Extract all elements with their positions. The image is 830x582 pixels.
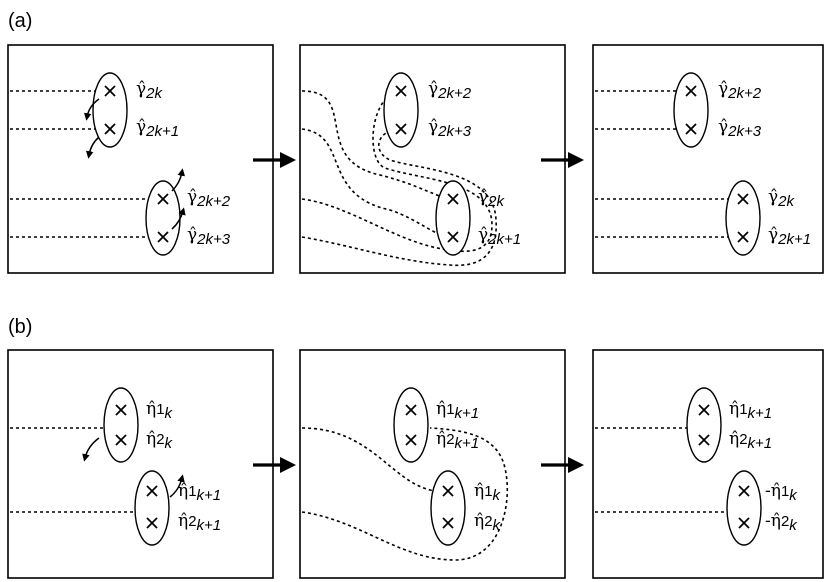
- label-eta1-k: η̂1k: [474, 481, 501, 504]
- anyon-pair-ellipse: [686, 387, 722, 463]
- label-gamma-2k+1: γ̂2k+1: [768, 225, 812, 248]
- label-neg-eta1-k: -η̂1k: [765, 481, 797, 504]
- label-eta2-k: η̂2k: [146, 429, 173, 452]
- panel-b3-frame: [592, 349, 824, 579]
- label-gamma-2k: γ̂2k: [478, 187, 505, 210]
- cross-icon: [405, 434, 417, 446]
- panel-b3: [592, 349, 824, 579]
- panel-b2: [299, 349, 566, 579]
- label-gamma-2k+3: γ̂2k+3: [718, 117, 762, 140]
- panel-a3-frame: [592, 44, 824, 274]
- label-gamma-2k+2: γ̂2k+2: [718, 79, 762, 102]
- right-arrow-icon: [253, 152, 296, 168]
- curved-arrow-icon: [171, 168, 186, 192]
- cross-icon: [738, 517, 750, 529]
- panel-label-a: (a): [8, 10, 33, 32]
- anyon-pair-ellipse: [383, 72, 419, 148]
- cross-icon: [737, 231, 749, 243]
- panel-b1-frame: [7, 349, 274, 579]
- cross-icon: [442, 485, 454, 497]
- anyon-pair-ellipse: [726, 470, 762, 546]
- label-eta1-k+1: η̂1k+1: [729, 399, 773, 422]
- anyon-pair-ellipse: [103, 387, 139, 463]
- label-eta1-k+1: η̂1k+1: [436, 399, 480, 422]
- label-eta2-k+1: η̂2k+1: [178, 511, 222, 534]
- anyon-pair-ellipse: [145, 180, 181, 256]
- cross-icon: [146, 485, 158, 497]
- cross-icon: [115, 434, 127, 446]
- curved-arrow-icon: [85, 136, 100, 159]
- cross-icon: [157, 231, 169, 243]
- curved-arrow-icon: [169, 474, 185, 498]
- label-gamma-2k+1: γ̂2k+1: [136, 117, 180, 140]
- label-gamma-2k+3: γ̂2k+3: [428, 117, 472, 140]
- cross-icon: [104, 123, 116, 135]
- label-gamma-2k+3: γ̂2k+3: [187, 225, 231, 248]
- right-arrow-icon: [541, 152, 584, 168]
- label-eta2-k+1: η̂2k+1: [436, 429, 480, 452]
- panel-a1: [7, 44, 274, 274]
- curved-arrow-icon: [171, 207, 186, 230]
- curved-arrow-icon: [83, 98, 100, 121]
- right-arrow-icon: [253, 457, 296, 473]
- cross-icon: [447, 231, 459, 243]
- label-neg-eta2-k: -η̂2k: [765, 511, 797, 534]
- cross-icon: [447, 193, 459, 205]
- label-gamma-2k: γ̂2k: [768, 187, 795, 210]
- label-eta1-k+1: η̂1k+1: [178, 481, 222, 504]
- cross-icon: [157, 193, 169, 205]
- cross-icon: [738, 485, 750, 497]
- curved-arrow-icon: [82, 437, 100, 462]
- right-arrow-icon: [541, 457, 584, 473]
- anyon-pair-ellipse: [430, 470, 466, 546]
- cross-icon: [115, 404, 127, 416]
- cross-icon: [698, 434, 710, 446]
- cross-icon: [395, 85, 407, 97]
- cross-icon: [146, 517, 158, 529]
- cross-icon: [405, 404, 417, 416]
- anyon-pair-ellipse: [393, 387, 429, 463]
- panel-a3: [592, 44, 824, 274]
- cross-icon: [442, 517, 454, 529]
- cross-icon: [395, 123, 407, 135]
- label-gamma-2k+2: γ̂2k+2: [428, 79, 472, 102]
- label-eta1-k: η̂1k: [146, 399, 173, 422]
- anyon-pair-ellipse: [134, 470, 170, 546]
- cross-icon: [698, 404, 710, 416]
- cross-icon: [685, 123, 697, 135]
- anyon-pair-ellipse: [725, 180, 761, 256]
- label-gamma-2k+2: γ̂2k+2: [187, 187, 231, 210]
- cross-icon: [104, 85, 116, 97]
- cross-icon: [685, 85, 697, 97]
- label-eta2-k: η̂2k: [474, 511, 501, 534]
- panel-label-b: (b): [8, 316, 33, 338]
- anyon-pair-ellipse: [92, 72, 128, 148]
- label-gamma-2k+1: γ̂2k+1: [478, 225, 522, 248]
- panel-a2: [299, 44, 566, 274]
- label-eta2-k+1: η̂2k+1: [729, 429, 773, 452]
- cross-icon: [737, 193, 749, 205]
- label-gamma-2k: γ̂2k: [136, 79, 163, 102]
- panel-b2-frame: [299, 349, 566, 579]
- anyon-pair-ellipse: [435, 180, 471, 256]
- panel-b1: [7, 349, 274, 579]
- anyon-pair-ellipse: [673, 72, 709, 148]
